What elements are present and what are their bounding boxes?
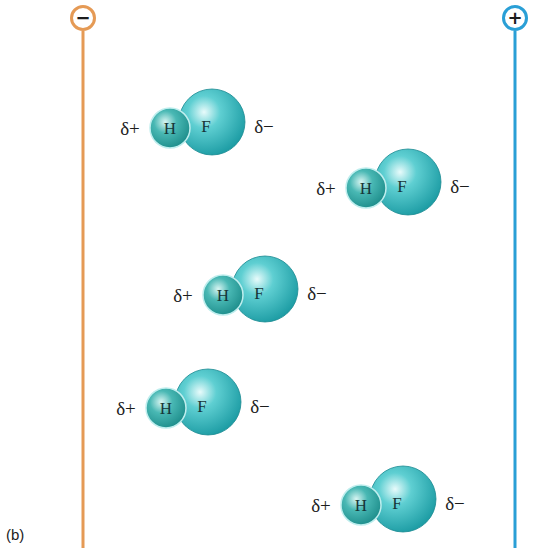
partial-charge: δ+	[316, 179, 336, 198]
electrode-terminal: −	[70, 5, 96, 31]
hydrogen-sphere	[146, 388, 186, 428]
atom-symbol: F	[397, 178, 406, 195]
hf-molecule: δ+ H Fδ−	[303, 465, 473, 535]
partial-charge: δ−	[445, 494, 465, 513]
atom-symbol: F	[392, 495, 401, 512]
hydrogen-sphere	[341, 485, 381, 525]
hydrogen-sphere	[203, 275, 243, 315]
polarity-sign: +	[507, 9, 522, 27]
partial-charge: δ−	[250, 397, 270, 416]
atom-symbol: F	[197, 398, 206, 415]
atom-symbol: H	[160, 400, 172, 417]
partial-charge: δ−	[450, 177, 470, 196]
panel-label: (b)	[6, 526, 24, 543]
atom-symbol: H	[355, 497, 367, 514]
hydrogen-sphere	[150, 108, 190, 148]
negative-plate	[82, 31, 85, 548]
hf-molecule: δ+ H Fδ−	[108, 368, 278, 438]
hf-molecule: δ+ H Fδ−	[165, 255, 335, 325]
partial-charge: δ+	[116, 399, 136, 418]
partial-charge: δ+	[173, 286, 193, 305]
hf-molecule: δ+ H Fδ−	[308, 148, 478, 218]
partial-charge: δ+	[311, 496, 331, 515]
positive-plate	[514, 31, 517, 548]
electrode-terminal: +	[502, 5, 528, 31]
polarity-sign: −	[75, 9, 90, 27]
atom-symbol: H	[217, 287, 229, 304]
partial-charge: δ−	[307, 284, 327, 303]
partial-charge: δ−	[254, 117, 274, 136]
atom-symbol: H	[164, 120, 176, 137]
atom-symbol: F	[201, 118, 210, 135]
partial-charge: δ+	[120, 119, 140, 138]
hf-molecule: δ+ H Fδ−	[112, 88, 282, 158]
hydrogen-sphere	[346, 168, 386, 208]
atom-symbol: H	[360, 180, 372, 197]
atom-symbol: F	[254, 285, 263, 302]
